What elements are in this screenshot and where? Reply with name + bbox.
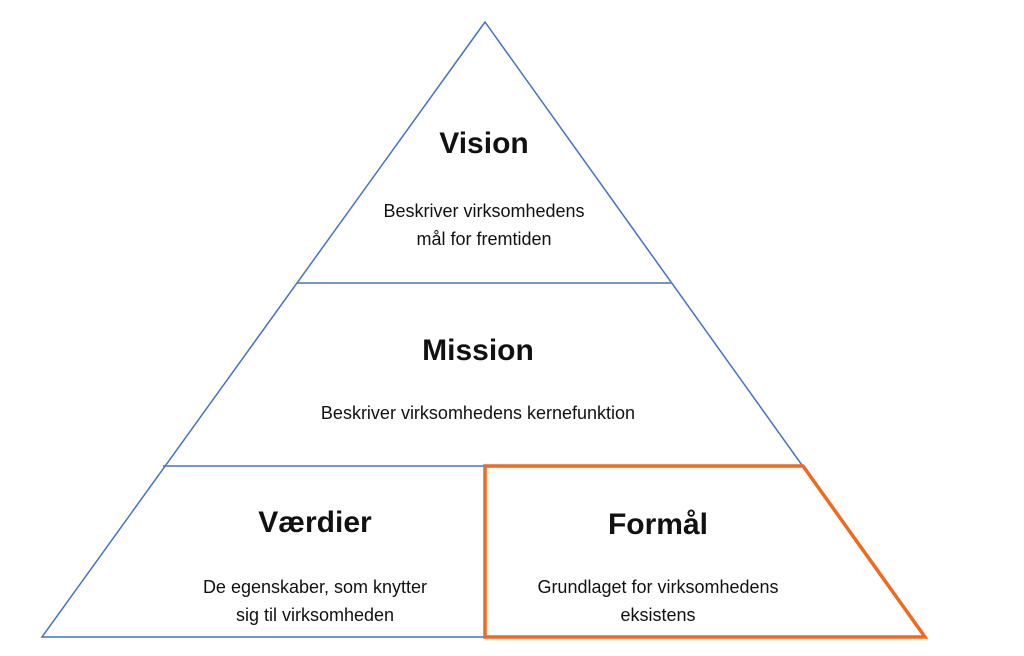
vaerdier-description-line-1: De egenskaber, som knytter [202,577,428,597]
formaal-description: Grundlaget for virksomhedens eksistens [503,573,813,629]
mission-title: Mission [422,334,534,367]
formaal-highlight-box [483,464,929,639]
formaal-title: Formål [607,508,709,541]
vaerdier-description: De egenskaber, som knytter sig til virks… [165,573,465,629]
vision-description-line-1: Beskriver virksomhedens [383,201,585,221]
vision-title: Vision [439,127,529,160]
vision-description-line-2: mål for fremtiden [416,229,552,249]
vision-description: Beskriver virksomhedens mål for fremtide… [334,197,634,253]
mission-description: Beskriver virksomhedens kernefunktion [268,399,688,427]
vaerdier-title: Værdier [258,506,372,539]
formaal-description-line-1: Grundlaget for virksomhedens [537,577,779,597]
mission-description-line-1: Beskriver virksomhedens kernefunktion [320,403,636,423]
formaal-description-line-2: eksistens [620,605,696,625]
vaerdier-description-line-2: sig til virksomheden [235,605,395,625]
